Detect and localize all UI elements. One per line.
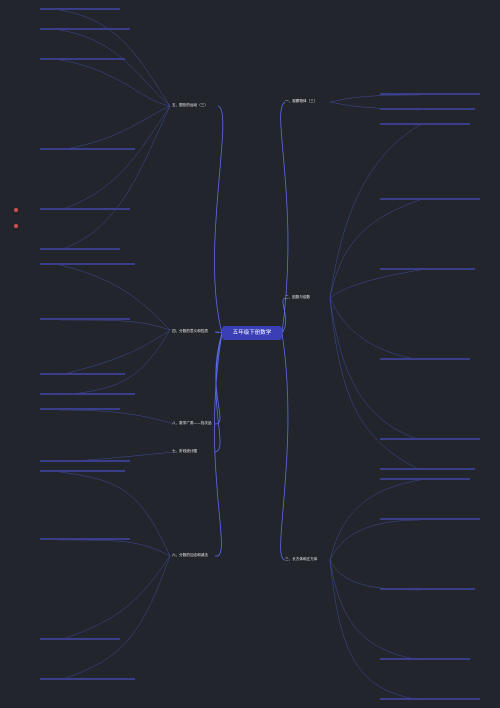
branch-fraction-meaning[interactable]: 四、分数的意义和性质 [172, 329, 208, 333]
branch-observing-objects[interactable]: 一、观察物体（三） [285, 99, 318, 103]
marker-icon [14, 208, 18, 212]
branch-cuboid-cube[interactable]: 三、长方体和正方体 [285, 557, 318, 561]
branch-find-defective[interactable]: 八、数学广角——找次品 [172, 421, 212, 425]
edge-b7 [214, 332, 223, 453]
branch-factors-multiples[interactable]: 二、因数与倍数 [285, 295, 311, 299]
edge-b3 [280, 332, 289, 561]
center-topic[interactable]: 五年级下册数学 [222, 326, 282, 340]
branch-line-chart[interactable]: 七、折线统计图 [172, 449, 198, 453]
branch-fraction-add-sub[interactable]: 六、分数的加法和减法 [172, 553, 208, 557]
edge-b4 [214, 331, 223, 334]
edge-b2 [281, 297, 287, 334]
edge-b8 [214, 332, 223, 425]
marker-icon [14, 224, 18, 228]
branch-figure-motion[interactable]: 五、图形的运动（三） [172, 103, 208, 107]
edge-b5 [214, 105, 224, 334]
edge-b1 [280, 101, 289, 334]
edge-b6 [214, 332, 223, 557]
leaf-placeholders [40, 8, 480, 700]
leaf-lines [59, 9, 421, 701]
